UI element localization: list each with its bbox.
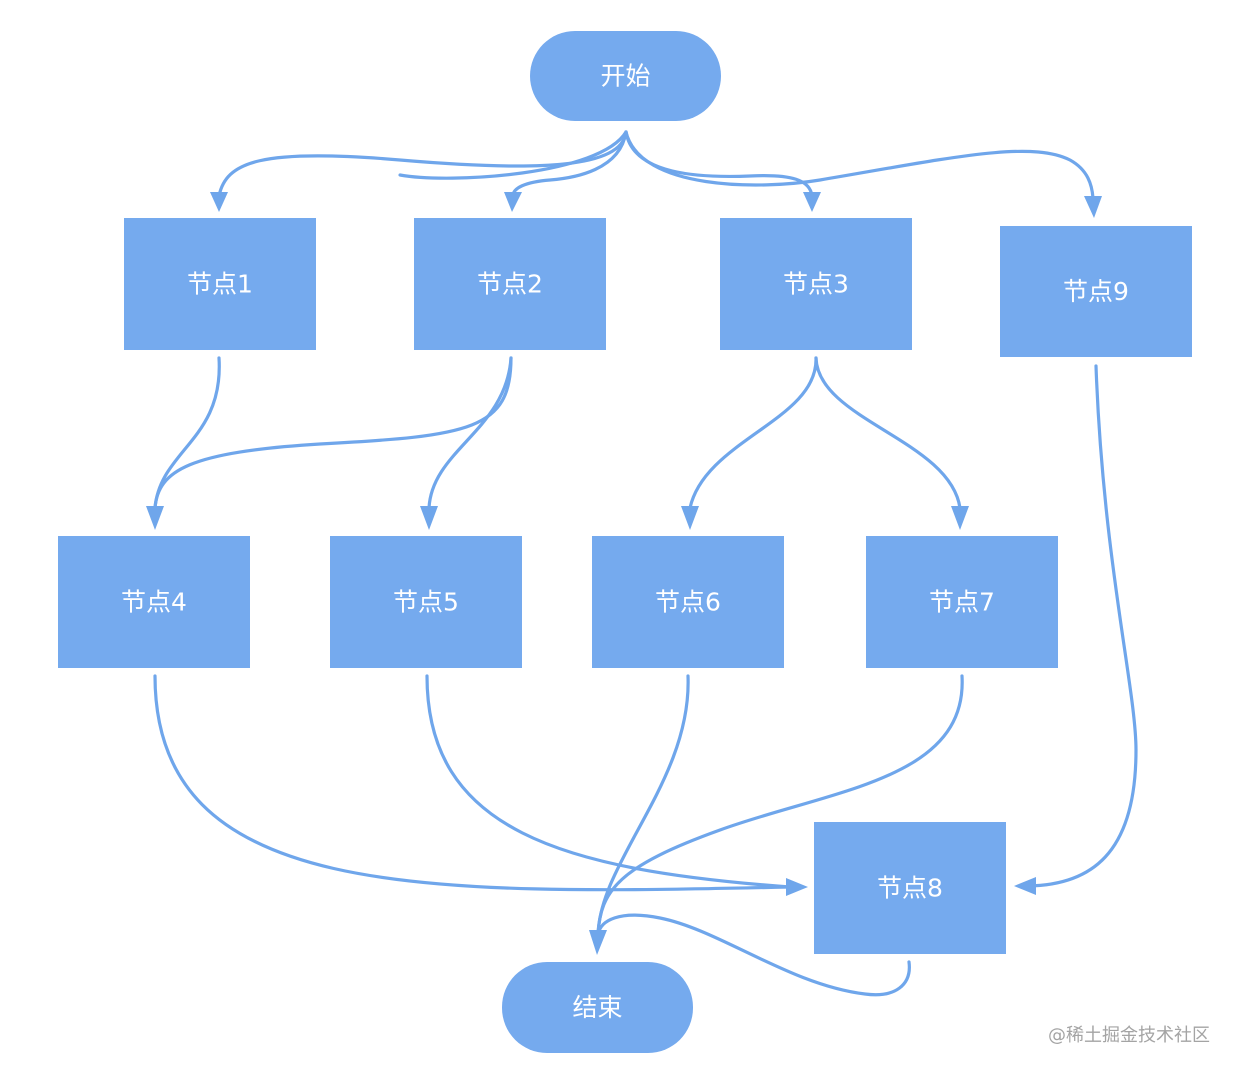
edge-n2-n5 bbox=[427, 356, 513, 510]
node-end[interactable]: 结束 bbox=[502, 962, 693, 1053]
node-start-label: 开始 bbox=[600, 62, 650, 91]
arrowhead-n9 bbox=[1084, 196, 1102, 218]
node-4[interactable]: 节点4 bbox=[58, 536, 250, 668]
edge-start-n9-main bbox=[624, 130, 1095, 200]
node-9-label: 节点9 bbox=[1063, 277, 1129, 306]
edge-n6-end bbox=[596, 674, 690, 937]
arrowhead-n6 bbox=[681, 506, 699, 530]
edge-start-n1 bbox=[217, 130, 628, 198]
node-8[interactable]: 节点8 bbox=[814, 822, 1006, 954]
arrowhead-n7 bbox=[951, 506, 969, 530]
watermark: @稀土掘金技术社区 bbox=[1048, 1025, 1210, 1046]
arrowhead-n2 bbox=[504, 192, 522, 212]
arrowhead-n8-right bbox=[1014, 877, 1036, 895]
node-3[interactable]: 节点3 bbox=[720, 218, 912, 350]
node-start[interactable]: 开始 bbox=[530, 31, 721, 121]
edge-n7-end bbox=[596, 674, 964, 937]
node-end-label: 结束 bbox=[572, 993, 622, 1022]
edges bbox=[153, 130, 1138, 997]
arrowhead-n3 bbox=[803, 192, 821, 212]
node-6[interactable]: 节点6 bbox=[592, 536, 784, 668]
node-3-label: 节点3 bbox=[783, 270, 849, 299]
node-6-label: 节点6 bbox=[655, 588, 721, 617]
edge-n5-n8 bbox=[425, 674, 792, 889]
node-1-label: 节点1 bbox=[187, 270, 253, 299]
node-1[interactable]: 节点1 bbox=[124, 218, 316, 350]
edge-n3-n7 bbox=[814, 356, 962, 510]
edge-n1-n4 bbox=[153, 356, 221, 510]
edge-start-n2 bbox=[511, 130, 628, 198]
edge-n2-n4 bbox=[153, 356, 513, 510]
node-2-label: 节点2 bbox=[477, 270, 543, 299]
arrowhead-n5 bbox=[420, 506, 438, 530]
node-2[interactable]: 节点2 bbox=[414, 218, 606, 350]
node-9[interactable]: 节点9 bbox=[1000, 226, 1192, 357]
edge-n8-end bbox=[596, 913, 911, 997]
arrowhead-n4 bbox=[146, 506, 164, 530]
edge-n9-n8 bbox=[1026, 364, 1138, 888]
node-5[interactable]: 节点5 bbox=[330, 536, 522, 668]
node-8-label: 节点8 bbox=[877, 874, 943, 903]
edge-start-n9 bbox=[398, 130, 628, 180]
edge-n4-n8 bbox=[153, 674, 792, 892]
arrowhead-end bbox=[589, 930, 607, 955]
node-4-label: 节点4 bbox=[121, 588, 187, 617]
edge-n3-n6 bbox=[688, 356, 818, 510]
node-7[interactable]: 节点7 bbox=[866, 536, 1058, 668]
node-7-label: 节点7 bbox=[929, 588, 995, 617]
arrowhead-n1 bbox=[210, 192, 228, 212]
arrowhead-n8-left bbox=[786, 878, 808, 896]
arrowheads bbox=[146, 192, 1102, 955]
node-5-label: 节点5 bbox=[393, 588, 459, 617]
